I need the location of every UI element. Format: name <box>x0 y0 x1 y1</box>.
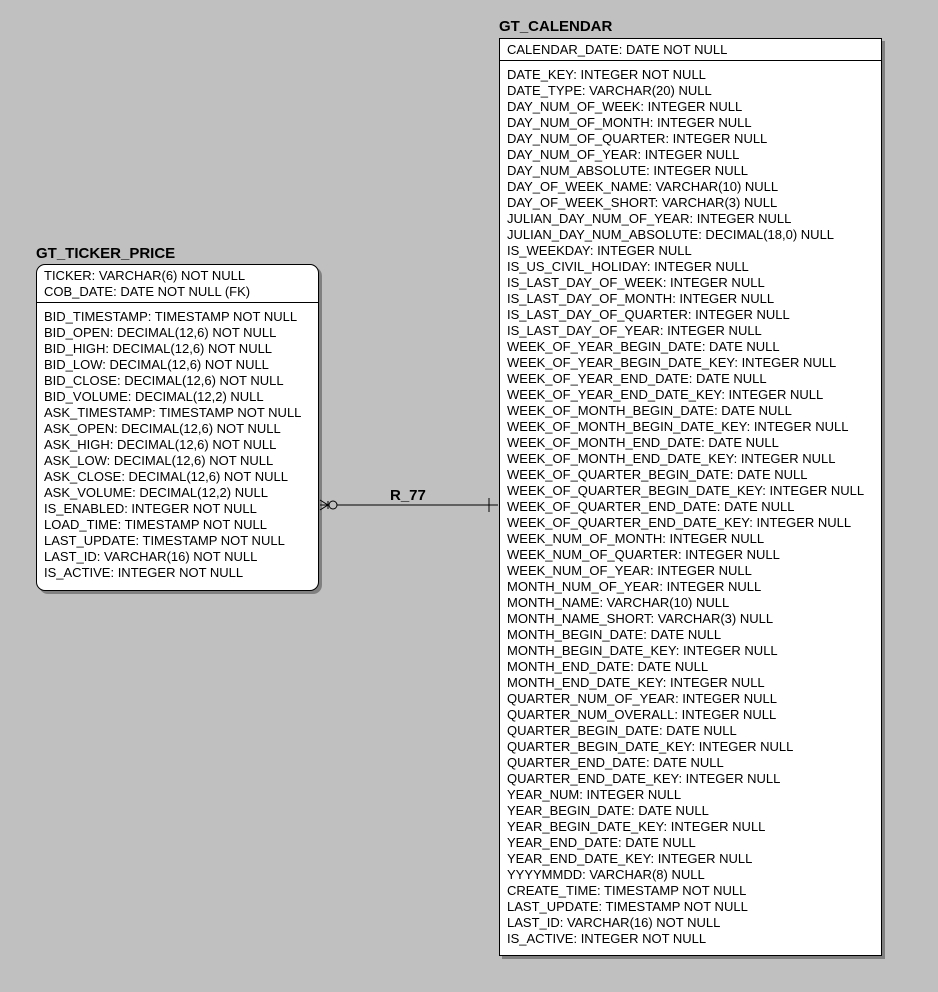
calendar-attribute-column: DAY_NUM_OF_WEEK: INTEGER NULL <box>507 99 743 114</box>
calendar-attribute-column: MONTH_NAME: VARCHAR(10) NULL <box>507 595 730 610</box>
calendar-attribute-column: WEEK_OF_MONTH_END_DATE_KEY: INTEGER NULL <box>507 451 836 466</box>
calendar-attribute-column: QUARTER_NUM_OF_YEAR: INTEGER NULL <box>507 691 777 706</box>
calendar-attribute-column: DAY_NUM_ABSOLUTE: INTEGER NULL <box>507 163 749 178</box>
calendar-attribute-column: WEEK_OF_YEAR_END_DATE_KEY: INTEGER NULL <box>507 387 824 402</box>
calendar-attribute-column: DATE_KEY: INTEGER NOT NULL <box>507 67 706 82</box>
calendar-entity[interactable]: CALENDAR_DATE: DATE NOT NULL DATE_KEY: I… <box>499 38 882 956</box>
many-optional-crowsfoot-icon <box>319 499 338 511</box>
calendar-attribute-column: YEAR_NUM: INTEGER NULL <box>507 787 682 802</box>
calendar-attribute-column: WEEK_OF_YEAR_END_DATE: DATE NULL <box>507 371 767 386</box>
ticker-price-key-column: COB_DATE: DATE NOT NULL (FK) <box>44 284 251 299</box>
ticker-price-attribute-column: BID_LOW: DECIMAL(12,6) NOT NULL <box>44 357 269 372</box>
calendar-attribute-column: WEEK_OF_QUARTER_BEGIN_DATE: DATE NULL <box>507 467 808 482</box>
calendar-attribute-column: MONTH_END_DATE: DATE NULL <box>507 659 709 674</box>
calendar-attribute-column: WEEK_OF_MONTH_END_DATE: DATE NULL <box>507 435 779 450</box>
calendar-attribute-column: MONTH_END_DATE_KEY: INTEGER NULL <box>507 675 765 690</box>
ticker-price-attribute-column: LAST_UPDATE: TIMESTAMP NOT NULL <box>44 533 285 548</box>
ticker-price-attribute-column: BID_TIMESTAMP: TIMESTAMP NOT NULL <box>44 309 298 324</box>
calendar-attribute-column: IS_ACTIVE: INTEGER NOT NULL <box>507 931 707 946</box>
calendar-attribute-column: JULIAN_DAY_NUM_ABSOLUTE: DECIMAL(18,0) N… <box>507 227 835 242</box>
calendar-attribute-column: MONTH_NAME_SHORT: VARCHAR(3) NULL <box>507 611 774 626</box>
calendar-attribute-column: QUARTER_END_DATE_KEY: INTEGER NULL <box>507 771 781 786</box>
calendar-attribute-column: YEAR_END_DATE_KEY: INTEGER NULL <box>507 851 753 866</box>
calendar-attribute-column: WEEK_NUM_OF_YEAR: INTEGER NULL <box>507 563 752 578</box>
ticker-price-entity-title: GT_TICKER_PRICE <box>36 245 176 262</box>
ticker-price-attribute-column: ASK_TIMESTAMP: TIMESTAMP NOT NULL <box>44 405 302 420</box>
ticker-price-attribute-column: BID_CLOSE: DECIMAL(12,6) NOT NULL <box>44 373 284 388</box>
calendar-attribute-column: WEEK_OF_QUARTER_END_DATE_KEY: INTEGER NU… <box>507 515 852 530</box>
ticker-price-attribute-column: ASK_LOW: DECIMAL(12,6) NOT NULL <box>44 453 274 468</box>
calendar-attribute-column: YEAR_BEGIN_DATE: DATE NULL <box>507 803 709 818</box>
calendar-attribute-column: JULIAN_DAY_NUM_OF_YEAR: INTEGER NULL <box>507 211 792 226</box>
calendar-attribute-column: IS_WEEKDAY: INTEGER NULL <box>507 243 692 258</box>
calendar-attribute-column: WEEK_OF_YEAR_BEGIN_DATE_KEY: INTEGER NUL… <box>507 355 837 370</box>
calendar-attribute-column: DAY_NUM_OF_YEAR: INTEGER NULL <box>507 147 740 162</box>
calendar-attribute-column: WEEK_OF_YEAR_BEGIN_DATE: DATE NULL <box>507 339 780 354</box>
calendar-attribute-column: WEEK_OF_MONTH_BEGIN_DATE_KEY: INTEGER NU… <box>507 419 849 434</box>
calendar-attribute-column: YEAR_END_DATE: DATE NULL <box>507 835 696 850</box>
calendar-attribute-column: DAY_OF_WEEK_NAME: VARCHAR(10) NULL <box>507 179 779 194</box>
ticker-price-attribute-column: LOAD_TIME: TIMESTAMP NOT NULL <box>44 517 267 532</box>
calendar-attribute-column: IS_LAST_DAY_OF_WEEK: INTEGER NULL <box>507 275 765 290</box>
calendar-attribute-column: IS_US_CIVIL_HOLIDAY: INTEGER NULL <box>507 259 749 274</box>
ticker-price-key-column: TICKER: VARCHAR(6) NOT NULL <box>44 268 246 283</box>
calendar-attribute-column: DAY_OF_WEEK_SHORT: VARCHAR(3) NULL <box>507 195 778 210</box>
ticker-price-attribute-column: ASK_VOLUME: DECIMAL(12,2) NULL <box>44 485 268 500</box>
calendar-attribute-column: QUARTER_NUM_OVERALL: INTEGER NULL <box>507 707 777 722</box>
calendar-attribute-column: YYYYMMDD: VARCHAR(8) NULL <box>507 867 705 882</box>
calendar-attribute-column: IS_LAST_DAY_OF_MONTH: INTEGER NULL <box>507 291 775 306</box>
calendar-attribute-column: WEEK_OF_QUARTER_END_DATE: DATE NULL <box>507 499 795 514</box>
calendar-key-section: CALENDAR_DATE: DATE NOT NULL <box>500 39 881 61</box>
calendar-attribute-column: DAY_NUM_OF_QUARTER: INTEGER NULL <box>507 131 768 146</box>
calendar-attribute-column: YEAR_BEGIN_DATE_KEY: INTEGER NULL <box>507 819 766 834</box>
calendar-attribute-column: WEEK_OF_MONTH_BEGIN_DATE: DATE NULL <box>507 403 792 418</box>
ticker-price-attribute-column: BID_VOLUME: DECIMAL(12,2) NULL <box>44 389 264 404</box>
ticker-price-attribute-column: IS_ENABLED: INTEGER NOT NULL <box>44 501 257 516</box>
calendar-attribute-column: LAST_UPDATE: TIMESTAMP NOT NULL <box>507 899 748 914</box>
calendar-attribute-column: MONTH_BEGIN_DATE: DATE NULL <box>507 627 722 642</box>
ticker-price-attribute-column: IS_ACTIVE: INTEGER NOT NULL <box>44 565 244 580</box>
calendar-attribute-column: IS_LAST_DAY_OF_YEAR: INTEGER NULL <box>507 323 762 338</box>
ticker-price-attribute-column: ASK_CLOSE: DECIMAL(12,6) NOT NULL <box>44 469 288 484</box>
calendar-key-column: CALENDAR_DATE: DATE NOT NULL <box>507 42 728 57</box>
calendar-attribute-column: LAST_ID: VARCHAR(16) NOT NULL <box>507 915 721 930</box>
ticker-price-attribute-column: BID_OPEN: DECIMAL(12,6) NOT NULL <box>44 325 277 340</box>
calendar-entity-title: GT_CALENDAR <box>499 18 613 35</box>
calendar-attribute-column: WEEK_NUM_OF_MONTH: INTEGER NULL <box>507 531 765 546</box>
relationship-label: R_77 <box>390 487 426 504</box>
ticker-price-attribute-column: ASK_OPEN: DECIMAL(12,6) NOT NULL <box>44 421 281 436</box>
calendar-attribute-column: MONTH_BEGIN_DATE_KEY: INTEGER NULL <box>507 643 778 658</box>
ticker-price-attribute-column: LAST_ID: VARCHAR(16) NOT NULL <box>44 549 258 564</box>
ticker-price-attribute-column: ASK_HIGH: DECIMAL(12,6) NOT NULL <box>44 437 277 452</box>
calendar-attribute-column: WEEK_NUM_OF_QUARTER: INTEGER NULL <box>507 547 780 562</box>
ticker-price-attribute-column: BID_HIGH: DECIMAL(12,6) NOT NULL <box>44 341 273 356</box>
calendar-attribute-column: WEEK_OF_QUARTER_BEGIN_DATE_KEY: INTEGER … <box>507 483 865 498</box>
calendar-attribute-column: QUARTER_BEGIN_DATE_KEY: INTEGER NULL <box>507 739 794 754</box>
calendar-attribute-column: CREATE_TIME: TIMESTAMP NOT NULL <box>507 883 747 898</box>
calendar-attribute-column: DAY_NUM_OF_MONTH: INTEGER NULL <box>507 115 752 130</box>
calendar-attribute-column: MONTH_NUM_OF_YEAR: INTEGER NULL <box>507 579 762 594</box>
calendar-attribute-column: QUARTER_END_DATE: DATE NULL <box>507 755 724 770</box>
calendar-attribute-column: IS_LAST_DAY_OF_QUARTER: INTEGER NULL <box>507 307 790 322</box>
calendar-attribute-column: QUARTER_BEGIN_DATE: DATE NULL <box>507 723 737 738</box>
calendar-attribute-column: DATE_TYPE: VARCHAR(20) NULL <box>507 83 712 98</box>
